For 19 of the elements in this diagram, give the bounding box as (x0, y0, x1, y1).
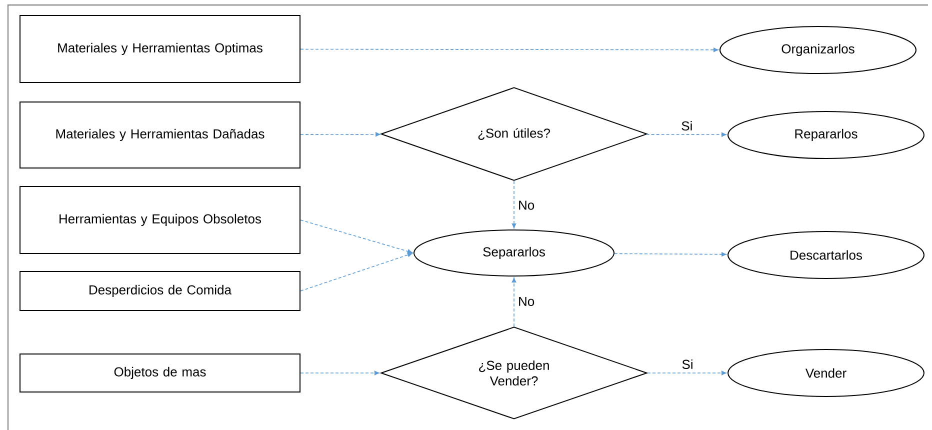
arrow (300, 252, 412, 292)
process-box: Objetos de mas (20, 354, 300, 392)
edge-label: No (516, 294, 537, 308)
arrow (300, 370, 380, 376)
arrow (300, 220, 412, 254)
edge-label: Si (679, 119, 695, 133)
edge-label: No (516, 198, 537, 212)
arrow (614, 252, 726, 256)
arrow (512, 278, 516, 327)
arrow (512, 180, 516, 228)
process-box: Materiales y Herramientas Optimas (20, 15, 300, 83)
edge-label: Si (680, 357, 696, 371)
process-box: Herramientas y Equipos Obsoletos (20, 186, 300, 254)
process-box: Materiales y Herramientas Dañadas (20, 102, 300, 168)
arrow (300, 48, 718, 52)
arrow (646, 132, 726, 137)
process-box: Desperdicios de Comida (20, 271, 300, 311)
arrow (647, 370, 726, 376)
arrow (300, 132, 380, 137)
